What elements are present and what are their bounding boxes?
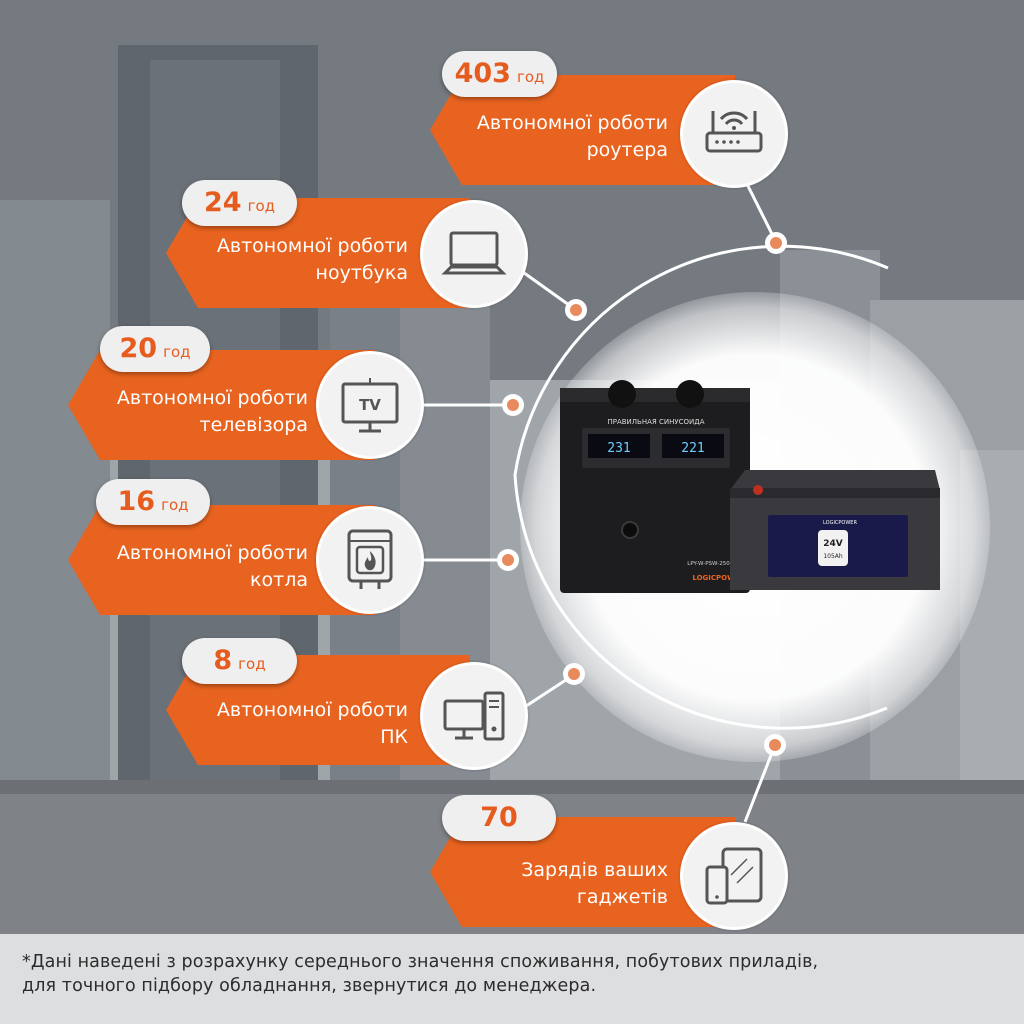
battery-capacity: 105Ah bbox=[823, 553, 843, 560]
router-label-line1: Автономної роботи bbox=[476, 112, 668, 134]
banner-tv: Автономної роботи телевізора bbox=[68, 385, 308, 439]
tv-icon-circle: TV bbox=[316, 351, 424, 459]
footnote: *Дані наведені з розрахунку середнього з… bbox=[22, 950, 1012, 998]
inverter-panel-title: ПРАВИЛЬНАЯ СИНУСОИДА bbox=[607, 418, 704, 426]
banner-router: Автономної роботи роутера bbox=[430, 110, 668, 164]
product-image: ПРАВИЛЬНАЯ СИНУСОИДА 231 221 LPY-W-PSW-2… bbox=[560, 380, 940, 593]
boiler-icon-circle bbox=[316, 506, 424, 614]
gadgets-charges-value: 70 bbox=[480, 802, 518, 833]
inverter-brand: LOGICPOWER bbox=[692, 574, 745, 582]
laptop-icon-circle bbox=[420, 200, 528, 308]
footnote-band bbox=[0, 934, 1024, 1024]
banner-pc: Автономної роботи ПК bbox=[166, 697, 408, 751]
gadgets-connector-dot bbox=[764, 734, 786, 756]
boiler-hours-unit: год bbox=[161, 496, 189, 514]
tv-label-line1: Автономної роботи bbox=[116, 387, 308, 409]
tv-label-line2: телевізора bbox=[199, 414, 309, 436]
gadgets-label-line1: Зарядів ваших bbox=[521, 859, 668, 881]
tv-icon: TV bbox=[341, 378, 399, 433]
laptop-label-line2: ноутбука bbox=[315, 262, 408, 284]
boiler-hours-value: 16 bbox=[117, 486, 156, 517]
value-pill-laptop: 24 год bbox=[182, 180, 297, 226]
inverter-display-left: 231 bbox=[607, 441, 630, 456]
value-pill-router: 403 год bbox=[442, 51, 557, 97]
value-pill-tv: 20 год bbox=[100, 326, 210, 372]
laptop-hours-value: 24 bbox=[203, 187, 242, 218]
pc-connector-dot bbox=[563, 663, 585, 685]
pc-icon-circle bbox=[420, 662, 528, 770]
router-hours-unit: год bbox=[516, 68, 545, 86]
tv-connector-dot bbox=[502, 394, 524, 416]
footnote-line1: *Дані наведені з розрахунку середнього з… bbox=[22, 952, 819, 972]
value-pill-gadgets: 70 bbox=[442, 795, 556, 841]
laptop-icon bbox=[441, 231, 507, 275]
boiler-icon bbox=[347, 529, 393, 589]
tv-hours-unit: год bbox=[163, 343, 191, 361]
boiler-label-line1: Автономної роботи bbox=[116, 542, 308, 564]
laptop-connector-dot bbox=[565, 299, 587, 321]
tv-hours-value: 20 bbox=[119, 333, 158, 364]
value-pill-boiler: 16 год bbox=[96, 479, 210, 525]
pc-label-line1: Автономної роботи bbox=[216, 699, 408, 721]
tv-icon-label: TV bbox=[359, 396, 381, 414]
router-icon-circle bbox=[680, 80, 788, 188]
footnote-line2: для точного підбору обладнання, звернути… bbox=[22, 976, 597, 996]
pc-hours-unit: год bbox=[238, 655, 266, 673]
value-pill-pc: 8 год bbox=[182, 638, 297, 684]
battery-voltage: 24V bbox=[823, 539, 843, 549]
pc-hours-value: 8 bbox=[213, 645, 233, 676]
laptop-hours-unit: год bbox=[247, 197, 275, 215]
boiler-label-line2: котла bbox=[250, 569, 308, 591]
gadgets-icon-circle bbox=[680, 822, 788, 930]
battery-brand: LOGICPOWER bbox=[823, 520, 857, 526]
inverter-model: LPY-W-PSW-2500VA+ bbox=[687, 561, 745, 567]
pc-icon bbox=[443, 691, 505, 741]
banner-laptop: Автономної роботи ноутбука bbox=[166, 233, 408, 287]
boiler-connector-dot bbox=[497, 549, 519, 571]
banner-boiler: Автономної роботи котла bbox=[68, 540, 308, 594]
pc-label-line2: ПК bbox=[380, 726, 408, 748]
laptop-label-line1: Автономної роботи bbox=[216, 235, 408, 257]
router-label-line2: роутера bbox=[586, 139, 668, 161]
inverter-display-right: 221 bbox=[681, 441, 704, 456]
router-connector-dot bbox=[765, 232, 787, 254]
gadgets-label-line2: гаджетів bbox=[576, 886, 668, 908]
router-hours-value: 403 bbox=[454, 58, 511, 89]
router-icon bbox=[705, 111, 763, 153]
banner-gadgets: Зарядів ваших гаджетів bbox=[430, 857, 668, 911]
gadgets-icon bbox=[705, 847, 763, 905]
